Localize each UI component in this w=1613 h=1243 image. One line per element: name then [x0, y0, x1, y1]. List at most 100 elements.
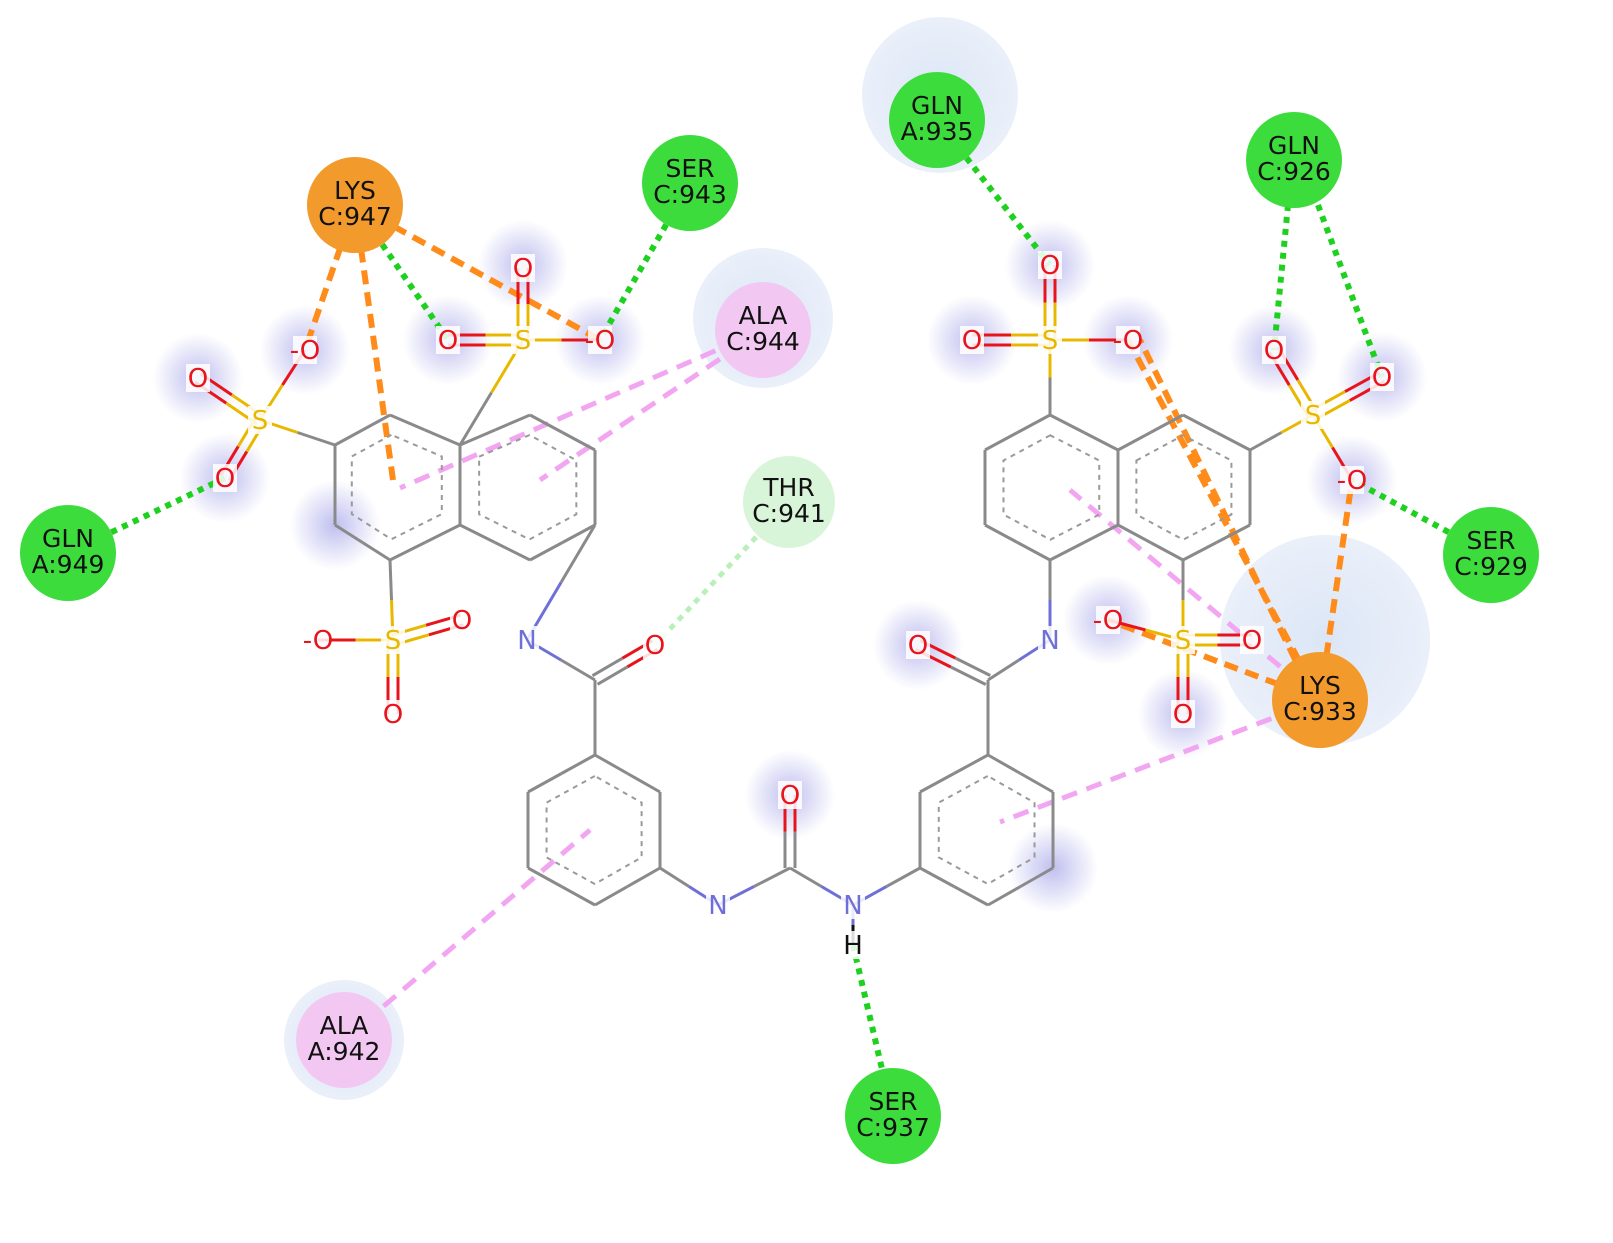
hydrophobic-line	[1068, 488, 1322, 702]
residue-chain-number: C:947	[318, 202, 392, 231]
bond	[1049, 413, 1085, 434]
bond	[1149, 541, 1184, 562]
bond	[529, 541, 564, 562]
oxygen-atom: O	[513, 254, 533, 284]
atom-bg	[248, 406, 272, 434]
residue-name: ALA	[739, 301, 788, 330]
bond	[885, 866, 921, 888]
bond	[626, 772, 661, 794]
bond	[1083, 431, 1119, 452]
hydrophobic-line	[999, 697, 1321, 825]
hydrogen-bond-line	[1271, 204, 1291, 351]
residue-chain-number: C:941	[752, 499, 826, 528]
aromatic-ring	[937, 774, 1036, 886]
residue-name: SER	[1466, 526, 1515, 555]
salt-bridge-line	[1317, 479, 1355, 701]
atom-bg	[186, 364, 210, 392]
residue-disc	[20, 505, 116, 601]
bond	[1019, 772, 1054, 794]
oxyanion-atom: -O	[585, 326, 616, 356]
salt-bridge-line	[1137, 338, 1308, 682]
residue-name: GLN	[1268, 131, 1320, 160]
bond	[458, 391, 493, 446]
oxygen-atom: O	[780, 781, 800, 811]
residue-disc	[1272, 652, 1368, 748]
sulfur-atom: S	[1042, 326, 1059, 356]
bond	[561, 523, 596, 544]
bond	[424, 523, 461, 544]
atom-bg	[1038, 251, 1062, 279]
atom-bg	[841, 931, 865, 959]
residue-name: THR	[762, 473, 814, 502]
bond	[591, 656, 624, 677]
bond	[1215, 523, 1251, 544]
atom-bg	[511, 326, 535, 354]
bond	[334, 523, 364, 544]
oxygen-atom: O	[1242, 626, 1262, 656]
bond	[527, 772, 563, 794]
bond	[1016, 541, 1051, 562]
bond	[1083, 523, 1119, 544]
bond	[424, 428, 461, 447]
oxygen-atom: O	[645, 631, 665, 661]
residue-layer: GLNA:949LYSC:947SERC:943ALAC:944THRC:941…	[20, 72, 1539, 1164]
sulfur-atom: S	[1305, 401, 1322, 431]
bond	[789, 866, 823, 888]
residue-chain-number: C:929	[1454, 552, 1528, 581]
residue-disc	[889, 72, 985, 168]
bond	[297, 431, 336, 447]
residue-chain-number: C:926	[1257, 157, 1331, 186]
bond	[953, 753, 989, 775]
oxygen-atom: O	[962, 326, 982, 356]
atom-bg	[1262, 336, 1286, 364]
bond	[1049, 541, 1085, 562]
residue-chain-number: C:937	[856, 1113, 930, 1142]
atom-bg	[841, 891, 865, 919]
bond	[594, 885, 629, 907]
sulfur-atom: S	[252, 406, 269, 436]
oxyanion-atom: -O	[1093, 606, 1124, 636]
bond	[560, 753, 596, 775]
hydrogen-atom: H	[843, 931, 863, 961]
residue-disc	[1246, 112, 1342, 208]
bond	[334, 428, 364, 447]
atom-bg	[293, 336, 317, 364]
oxygen-atom: O	[188, 364, 208, 394]
bond	[919, 866, 955, 888]
residue-name: GLN	[911, 91, 963, 120]
sulfur-atom: S	[515, 326, 532, 356]
residue-name: SER	[868, 1087, 917, 1116]
atom-bg	[1301, 401, 1325, 429]
oxygen-atom: O	[908, 631, 928, 661]
atom-bg	[515, 626, 539, 654]
residue-disc	[743, 456, 835, 548]
bond	[919, 772, 955, 794]
atom-bg	[706, 891, 730, 919]
oxygen-atom: O	[1040, 251, 1060, 281]
nitrogen-atom: N	[843, 891, 862, 921]
residue-chain-number: C:933	[1283, 697, 1357, 726]
atom-bg	[213, 464, 237, 492]
aromatic-ring	[478, 433, 578, 541]
bond	[459, 523, 496, 544]
bond	[987, 753, 1022, 775]
oxygen-atom: O	[383, 700, 403, 730]
nitrogen-atom: N	[517, 626, 536, 656]
bond	[954, 656, 991, 677]
salt-bridge-line	[1106, 617, 1322, 703]
residue-chain-number: C:943	[653, 180, 727, 209]
bond	[1117, 523, 1152, 544]
residue-name: LYS	[334, 176, 376, 205]
bond	[659, 866, 690, 888]
bond	[1249, 431, 1283, 452]
weak-hbond-line	[653, 500, 791, 647]
residue-disc	[296, 992, 392, 1088]
bond	[560, 658, 596, 682]
residue-disc	[642, 135, 738, 231]
bond	[494, 541, 531, 562]
